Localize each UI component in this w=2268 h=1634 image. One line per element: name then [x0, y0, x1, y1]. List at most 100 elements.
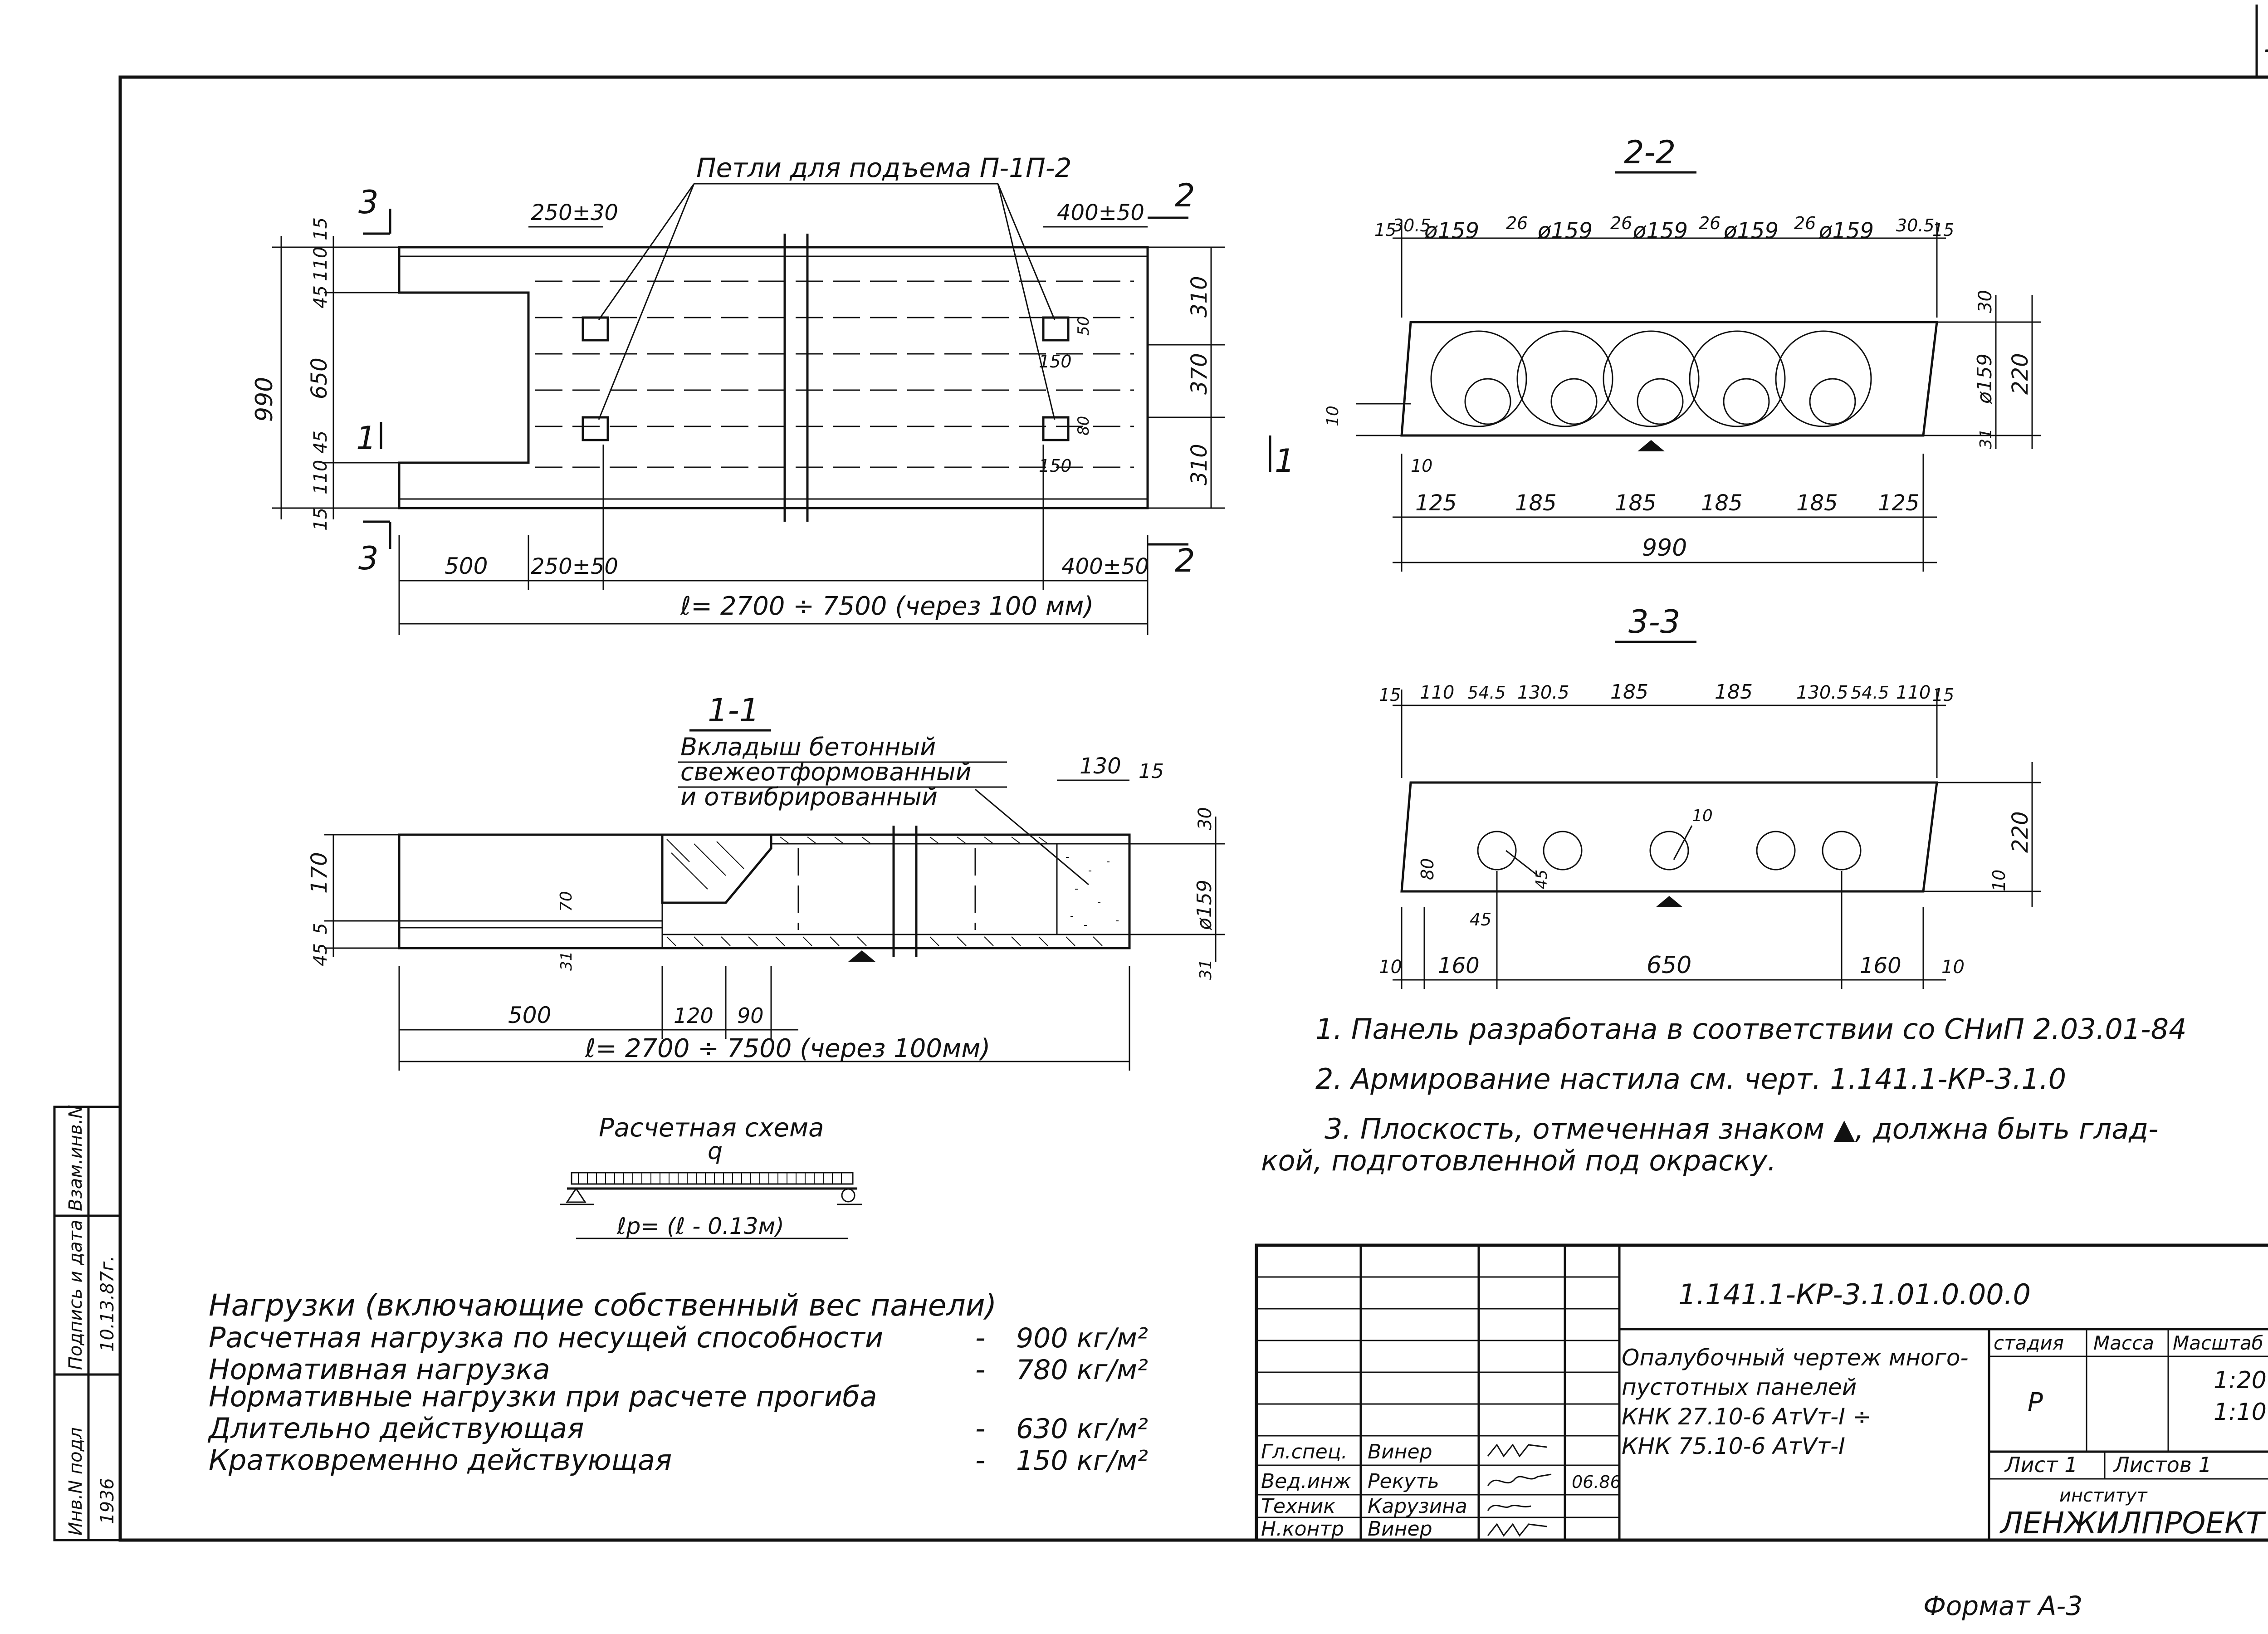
- s22-dim-185-1: 185: [1515, 490, 1557, 516]
- plan-dim-250-50: 250±50: [531, 554, 618, 579]
- insert-label-line-1: Вкладыш бетонный: [680, 733, 936, 761]
- s33-dim-110-right: 110: [1896, 682, 1931, 703]
- s22-dim-990: 990: [1642, 534, 1687, 562]
- load-row-4-dash: -: [975, 1412, 985, 1445]
- s33-dim-54-5-left: 54.5: [1467, 683, 1506, 703]
- plan-dim-150-top: 150: [1039, 352, 1072, 372]
- s33-dim-10-side: 10: [1989, 870, 2009, 891]
- load-row-1-dash: -: [975, 1321, 985, 1354]
- cut-mark-3-bottom: 3: [358, 540, 379, 577]
- plan-dim-110-bottom: 110: [310, 460, 331, 494]
- note-1: 1. Панель разработана в соответствии со …: [1315, 1013, 2187, 1046]
- institute-name: ЛЕНЖИЛПРОЕКТ: [1999, 1506, 2266, 1541]
- loads-table: Нагрузки (включающие собственный вес пан…: [207, 1288, 1148, 1477]
- header-scale: Масштаб: [2173, 1332, 2263, 1354]
- doc-title-line-4: КНК 75.10-6 АтVт-I: [1622, 1433, 1845, 1459]
- s22-dim-30: 30: [1975, 290, 1996, 313]
- s22-dim-d159-3: ø159: [1633, 218, 1688, 244]
- s33-dim-15-right: 15: [1932, 685, 1954, 705]
- institute-label: институт: [2059, 1485, 2148, 1506]
- smooth-surface-mark-1-1: [848, 950, 875, 962]
- header-stage: стадия: [1994, 1332, 2064, 1354]
- load-row-3-label: Нормативные нагрузки при расчете прогиба: [209, 1380, 877, 1413]
- title-block: 1.141.1-КР-3.1.01.0.00.0 Опалубочный чер…: [1255, 1243, 2268, 1542]
- plan-length: ℓ= 2700 ÷ 7500 (через 100 мм): [680, 592, 1094, 621]
- s33-dim-650: 650: [1647, 952, 1691, 979]
- s11-dim-15: 15: [1139, 760, 1164, 783]
- s22-dim-10-left: 10: [1324, 406, 1342, 426]
- plan-dim-45-bottom: 45: [310, 431, 331, 454]
- staff-role-1: Гл.спец.: [1261, 1440, 1348, 1463]
- s11-dim-30: 30: [1195, 807, 1216, 830]
- load-row-4-label: Длительно действующая: [207, 1412, 584, 1445]
- s33-dim-45-inner: 45: [1533, 870, 1551, 889]
- s22-dim-31: 31: [1977, 428, 1995, 449]
- cut-mark-2-top: 2: [1175, 177, 1195, 214]
- note-2: 2. Армирование настила см. черт. 1.141.1…: [1315, 1062, 2066, 1096]
- plan-dim-370: 370: [1187, 353, 1212, 395]
- plan-dim-110-top: 110: [310, 247, 331, 281]
- s22-dim-125-right: 125: [1878, 490, 1920, 516]
- staff-name-2: Рекуть: [1368, 1470, 1439, 1493]
- s22-dim-30-5-left: 30.5: [1393, 215, 1431, 235]
- load-row-2-dash: -: [975, 1353, 985, 1386]
- note-3-line-2: кой, подготовленной под окраску.: [1261, 1144, 1776, 1177]
- sheet-value: Лист 1: [2004, 1453, 2077, 1477]
- plan-dim-310-top: 310: [1187, 276, 1212, 318]
- staff-role-3: Техник: [1261, 1495, 1335, 1518]
- s33-dim-220: 220: [2008, 811, 2033, 853]
- calc-scheme-title: Расчетная схема: [599, 1113, 824, 1143]
- plan-view: Петли для подъема П-1П-2 3 3 2 2 1 1 250…: [251, 152, 1295, 635]
- side-stamp-date-value: 10.13.87г.: [97, 1256, 118, 1352]
- s11-dim-120: 120: [674, 1003, 714, 1028]
- plan-dim-400-50-top: 400±50: [1057, 200, 1144, 225]
- s11-dim-500: 500: [508, 1002, 551, 1028]
- side-stamp-replace: Взам.инв.N: [65, 1105, 86, 1211]
- side-stamp-inv-value: 1936: [97, 1478, 118, 1524]
- loads-heading: Нагрузки (включающие собственный вес пан…: [209, 1288, 997, 1323]
- load-row-2-value: 780 кг/м²: [1016, 1354, 1148, 1386]
- section-1-1-title: 1-1: [708, 692, 759, 729]
- stage-value: Р: [2028, 1388, 2043, 1417]
- staff-name-3: Карузина: [1368, 1495, 1467, 1518]
- scale-1-20: 1:20: [2214, 1367, 2267, 1394]
- s22-dim-d159-4: ø159: [1723, 218, 1779, 244]
- s22-dim-26-2: 26: [1610, 213, 1632, 233]
- note-3-line-1: 3. Плоскость, отмеченная знаком ▲, должн…: [1325, 1112, 2158, 1145]
- plan-dim-50: 50: [1075, 316, 1093, 336]
- doc-code: 1.141.1-КР-3.1.01.0.00.0: [1678, 1278, 2031, 1311]
- section-3-3-title: 3-3: [1628, 603, 1680, 641]
- s11-dim-31-inner: 31: [557, 951, 576, 971]
- s33-dim-10-inner: 10: [1692, 807, 1713, 825]
- section-3-3: 3-3 15 110 54.5 130.5 185 185 130.5 54.5…: [1379, 603, 2041, 989]
- drawing-frame: [118, 75, 2268, 1542]
- s33-dim-15-left: 15: [1379, 685, 1401, 705]
- s22-dim-185-4: 185: [1796, 490, 1838, 516]
- plan-dim-150-bottom: 150: [1039, 456, 1072, 476]
- plan-dim-990: 990: [251, 377, 278, 422]
- cut-mark-1-left: 1: [356, 420, 376, 457]
- side-stamp-inv: Инв.N подл: [65, 1427, 86, 1536]
- section-2-2-title: 2-2: [1624, 134, 1676, 171]
- plan-dim-500: 500: [445, 553, 488, 579]
- s22-dim-220: 220: [2008, 353, 2033, 395]
- smooth-surface-mark-3-3: [1656, 896, 1683, 907]
- s11-dim-70: 70: [557, 891, 576, 912]
- s33-dim-130-5-left: 130.5: [1517, 682, 1569, 703]
- staff-date-2: 06.86: [1572, 1472, 1621, 1492]
- s33-dim-130-5-right: 130.5: [1796, 682, 1848, 703]
- load-row-5-value: 150 кг/м²: [1016, 1445, 1148, 1477]
- header-mass: Масса: [2093, 1332, 2154, 1354]
- s11-dim-d159: ø159: [1193, 880, 1216, 930]
- load-row-5-label: Кратковременно действующая: [209, 1443, 672, 1477]
- s22-dim-185-2: 185: [1615, 490, 1657, 516]
- s33-dim-45-bottom: 45: [1470, 910, 1491, 930]
- s22-dim-10-bottom: 10: [1411, 456, 1432, 476]
- s22-dim-26-4: 26: [1794, 213, 1816, 233]
- s33-dim-110-left: 110: [1420, 682, 1454, 703]
- s33-dim-10-left: 10: [1379, 957, 1402, 978]
- s33-dim-54-5-right: 54.5: [1851, 683, 1889, 703]
- side-stamp: Инв.N подл Подпись и дата Взам.инв.N 193…: [53, 1105, 122, 1541]
- cut-mark-2-bottom: 2: [1175, 542, 1195, 579]
